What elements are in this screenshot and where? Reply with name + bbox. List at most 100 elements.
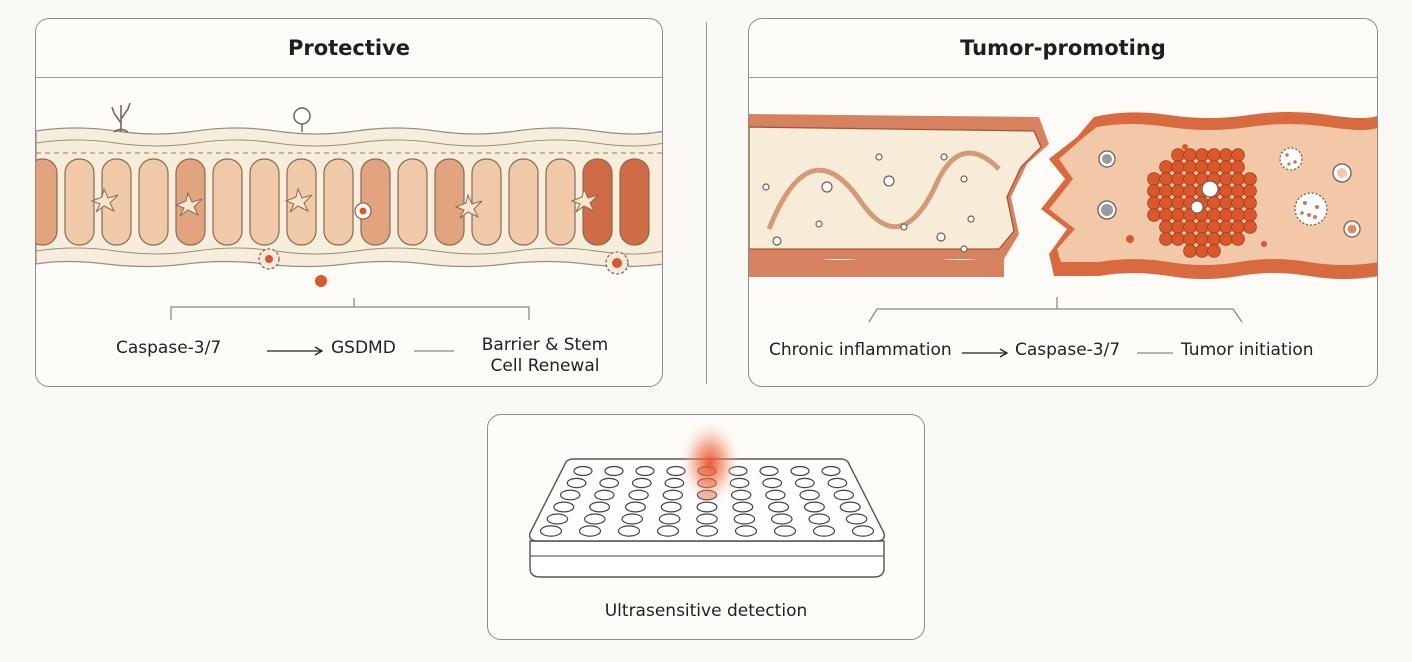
tumor-tissue-fragment [1041,112,1377,279]
tumor-cell [1159,232,1173,246]
well [851,525,875,537]
label-barrier-line1: Barrier & Stem [481,335,609,355]
well [759,465,779,477]
broken-tissue-illustration [749,112,1377,323]
tumor-cell [1207,220,1221,234]
apoptotic-cell-icon [454,193,483,219]
tumor-cell [1171,196,1185,210]
epithelial-cell [360,158,391,246]
well [628,489,649,501]
panel-divider [706,22,707,384]
well [635,465,655,477]
well [845,513,868,525]
tumor-core-cell [1201,180,1219,198]
tumor-cell [1219,184,1233,198]
arrow-icon [267,346,324,356]
tumor-cell [1183,220,1197,234]
tumor-cell [1219,148,1233,162]
tumor-cell [1159,220,1173,234]
epithelial-cell [212,158,243,246]
well [794,477,815,489]
tumor-cell [1159,208,1173,222]
tumor-cell [1159,196,1173,210]
apoptotic-cell-icon [284,187,313,213]
tumor-cell [1171,220,1185,234]
well [730,489,752,501]
epithelial-cell [508,158,539,246]
arrow-icon [962,348,1009,358]
vesicle-icon [1279,147,1328,226]
tree-icon [111,102,131,133]
well [762,477,783,489]
tumor-cell [1195,160,1209,174]
well [594,489,615,501]
tumor-cell [1231,208,1245,222]
label-barrier-line2: Cell Renewal [490,356,600,376]
apoptotic-cell-icon [174,191,203,217]
well [827,477,848,489]
well [573,465,593,477]
tumor-cell [1243,184,1257,198]
well [733,513,756,525]
label-gsdmd: GSDMD [331,338,396,358]
connector-icon [414,350,454,352]
well [553,501,575,513]
well [768,501,790,513]
well [765,489,786,501]
tumor-cell [1183,172,1197,186]
released-droplet [315,275,327,287]
tumor-cell [1171,184,1185,198]
tumor-cell [1231,172,1245,186]
well [773,525,797,537]
immune-cell-icon [1097,150,1117,220]
tumor-cell [1171,208,1185,222]
detection-caption: Ultrasensitive detection [604,601,808,621]
tumor-cell [1207,148,1221,162]
label-caspase-tumor: Caspase-3/7 [1015,340,1121,360]
well [808,513,830,525]
tumor-cell [1207,208,1221,222]
tumor-cell [1219,196,1233,210]
tumor-cell [1207,244,1221,258]
epithelial-cell [249,158,280,246]
epithelial-cell [619,158,650,246]
tumor-cell [1183,184,1197,198]
tumor-cell [1219,160,1233,174]
label-caspase: Caspase-3/7 [116,338,222,358]
epithelial-cell [434,158,465,246]
tumor-cell [1219,232,1233,246]
tumor-panel: Tumor-promoting [748,18,1378,387]
well [839,501,861,513]
well [732,501,754,513]
brace [170,298,530,320]
label-tumor-initiation: Tumor initiation [1181,340,1314,360]
well [584,513,606,525]
tumor-title: Tumor-promoting [749,19,1377,78]
tumor-cell [1231,196,1245,210]
well [656,525,680,537]
tumor-cell [1171,160,1185,174]
well [604,465,624,477]
tumor-cell [1159,184,1173,198]
well [631,477,652,489]
well [695,525,719,537]
well [833,489,854,501]
protective-panel: Protective Caspase-3/7 [35,18,663,387]
tumor-cell [1207,160,1221,174]
label-inflammation: Chronic inflammation [769,340,952,360]
well [589,501,611,513]
tumor-cell [1231,160,1245,174]
well [812,525,836,537]
tumor-cell [1183,160,1197,174]
tumor-cell [1147,208,1161,222]
tumor-cell [1183,148,1197,162]
epithelial-cell [36,158,58,246]
well [624,501,646,513]
dying-cell-icon [258,248,280,270]
tumor-cell [1171,172,1185,186]
tumor-cell [1231,184,1245,198]
tumor-cell [1195,220,1209,234]
well [770,513,793,525]
healthy-tissue-fragment [749,114,1049,277]
tumor-cell [1243,208,1257,222]
